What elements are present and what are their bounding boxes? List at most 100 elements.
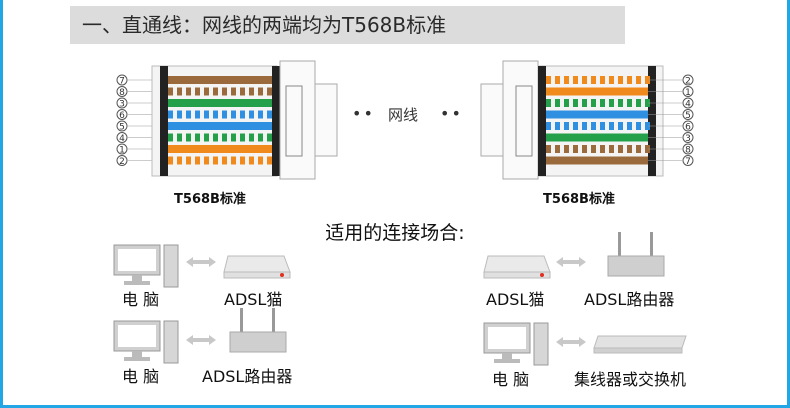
dots-left: •• xyxy=(352,104,375,123)
wire-stripe xyxy=(627,145,632,153)
wire-stripe xyxy=(240,133,245,142)
computer-icon xyxy=(113,244,179,288)
wire-stripe xyxy=(222,110,227,119)
wire-stripe xyxy=(168,133,173,142)
computer-icon xyxy=(483,322,549,366)
wire-stripe xyxy=(555,76,560,84)
wire-stripe xyxy=(555,122,560,130)
wire-stripe xyxy=(609,99,614,107)
double-arrow-icon xyxy=(556,337,586,347)
pin-circle xyxy=(116,74,128,86)
scenario4-left-label: 电 脑 xyxy=(492,370,530,389)
scenario3-left-label: 电 脑 xyxy=(122,367,160,386)
pin-label: 1 xyxy=(119,146,125,156)
wire-stripe xyxy=(609,76,614,84)
wire-stripe xyxy=(591,76,596,84)
wire-strand xyxy=(546,110,648,119)
left-standard-label: T568B标准 xyxy=(174,192,246,207)
pin-circle xyxy=(116,143,128,155)
wire-stripe xyxy=(267,110,272,119)
wire-stripe xyxy=(186,133,191,142)
wire-stripe xyxy=(231,110,236,119)
wire-stripe xyxy=(177,87,182,96)
wire-stripe xyxy=(582,76,587,84)
wire-stripe xyxy=(573,145,578,153)
pin-circle xyxy=(116,109,128,120)
pin-label: 2 xyxy=(119,157,125,167)
wire-stripe xyxy=(195,133,200,142)
right-standard-label: T568B标准 xyxy=(543,192,615,207)
wire-strand xyxy=(546,133,648,142)
wire-stripe xyxy=(546,145,551,153)
pin-circle xyxy=(682,97,694,109)
wire-strand xyxy=(546,87,648,96)
wire-stripe xyxy=(267,87,272,96)
pin-label: 8 xyxy=(119,88,125,98)
wire-stripe xyxy=(564,122,569,130)
wire-stripe xyxy=(213,110,218,119)
wire-stripe xyxy=(555,99,560,107)
wire-stripe xyxy=(600,99,605,107)
wire-strand xyxy=(168,76,272,84)
wire-stripe xyxy=(213,87,218,96)
wire-strand xyxy=(546,99,648,107)
pin-label: 1 xyxy=(685,88,691,98)
wire-stripe xyxy=(609,122,614,130)
wire-stripe xyxy=(555,145,560,153)
wire-stripe xyxy=(564,76,569,84)
wire-stripe xyxy=(591,122,596,130)
wire-stripe xyxy=(582,99,587,107)
pin-label: 4 xyxy=(685,100,691,110)
wire-stripe xyxy=(240,110,245,119)
wire-stripe xyxy=(591,145,596,153)
wire-stripe xyxy=(186,110,191,119)
wire-stripe xyxy=(231,87,236,96)
wire-stripe xyxy=(168,87,173,96)
scenario2-right-label: ADSL路由器 xyxy=(584,290,675,309)
pin-label: 7 xyxy=(685,157,691,167)
pin-circle xyxy=(682,120,694,132)
wire-stripe xyxy=(195,110,200,119)
wire-stripe xyxy=(258,87,263,96)
wire-strand xyxy=(168,145,272,153)
wire-stripe xyxy=(609,145,614,153)
wire-stripe xyxy=(573,99,578,107)
scenario3-right-label: ADSL路由器 xyxy=(202,367,293,386)
wire-stripe xyxy=(222,87,227,96)
wire-stripe xyxy=(627,76,632,84)
adsl-router-icon xyxy=(607,232,665,277)
wire-stripe xyxy=(240,87,245,96)
wire-stripe xyxy=(582,122,587,130)
double-arrow-icon xyxy=(186,335,216,345)
wire-stripe xyxy=(249,87,254,96)
adsl-modem-icon xyxy=(223,255,291,279)
wire-stripe xyxy=(258,156,263,165)
wire-stripe xyxy=(573,122,578,130)
pin-circle xyxy=(682,74,694,86)
pin-label: 5 xyxy=(119,123,125,133)
wire-stripe xyxy=(636,76,641,84)
wire-stripe xyxy=(186,156,191,165)
scenario1-right-label: ADSL猫 xyxy=(224,290,283,309)
wire-stripe xyxy=(591,99,596,107)
wire-stripe xyxy=(600,145,605,153)
wire-strand xyxy=(168,99,272,107)
pin-circle xyxy=(116,132,128,143)
wire-stripe xyxy=(627,99,632,107)
wire-stripe xyxy=(249,156,254,165)
wire-strand xyxy=(168,87,272,96)
pin-circle xyxy=(682,86,694,97)
wire-stripe xyxy=(618,76,623,84)
wire-stripe xyxy=(195,87,200,96)
pin-label: 4 xyxy=(119,134,125,144)
pin-label: 3 xyxy=(119,100,125,110)
scenario4-right-label: 集线器或交换机 xyxy=(574,370,687,389)
wire-strand xyxy=(168,122,272,130)
double-arrow-icon xyxy=(186,257,216,267)
wire-stripe xyxy=(627,122,632,130)
pin-circle xyxy=(682,143,694,155)
wire-strand xyxy=(546,122,648,130)
wire-stripe xyxy=(645,99,650,107)
